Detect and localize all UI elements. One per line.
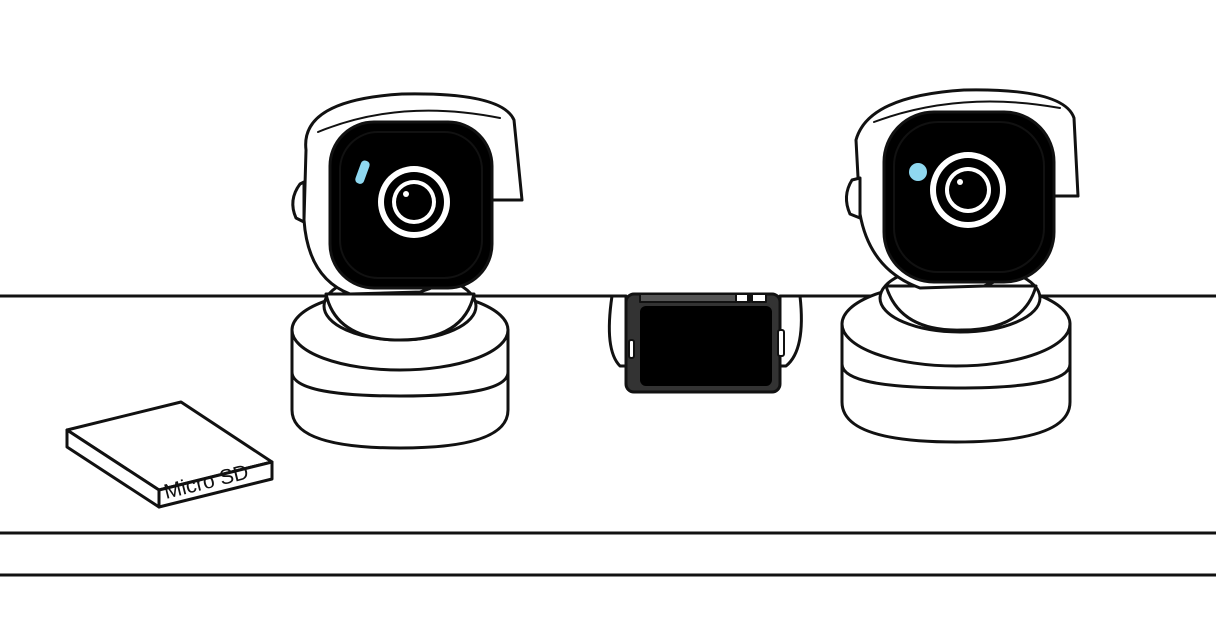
left-camera xyxy=(290,92,524,450)
right-camera xyxy=(840,88,1080,444)
right-camera-indicator-light xyxy=(909,163,927,181)
left-camera-head xyxy=(291,92,524,296)
micro-sd-card: Micro SD xyxy=(65,400,274,509)
right-camera-base xyxy=(840,262,1072,444)
smartphone-screen xyxy=(640,306,772,386)
right-camera-head xyxy=(845,88,1080,290)
right-camera-lens xyxy=(949,171,987,209)
left-camera-lens xyxy=(396,184,432,220)
smartphone xyxy=(607,292,803,394)
left-camera-base xyxy=(290,270,510,450)
left-camera-indicator-light xyxy=(355,160,370,184)
